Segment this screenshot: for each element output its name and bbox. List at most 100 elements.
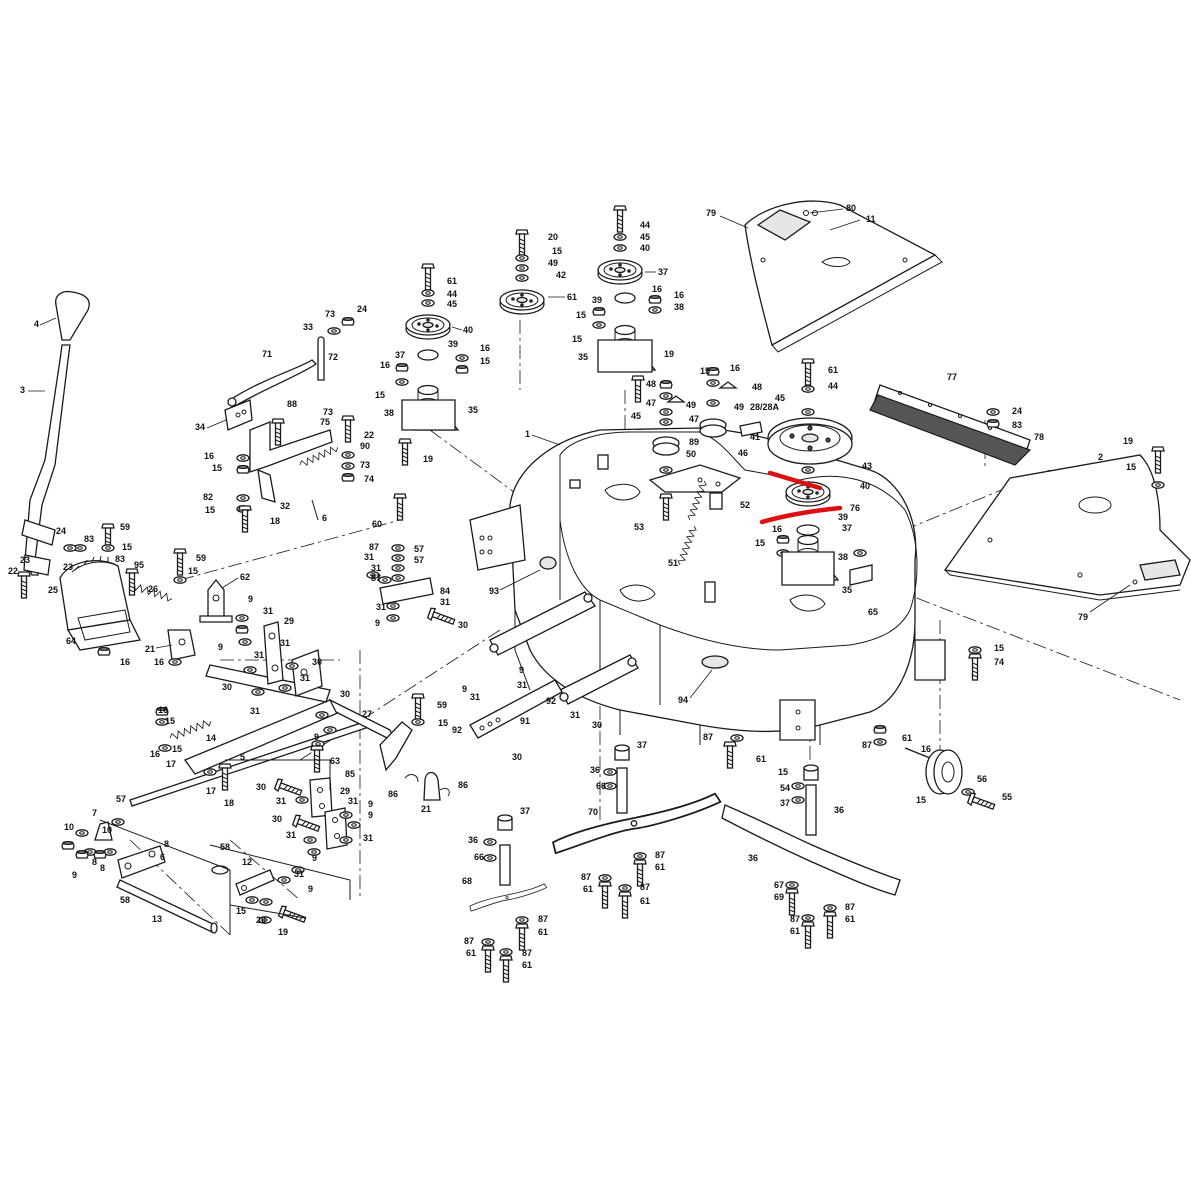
callout: 87	[790, 914, 800, 924]
callout: 12	[242, 857, 252, 867]
callout: 92	[546, 696, 556, 706]
callout: 31	[294, 869, 304, 879]
callout: 64	[66, 636, 76, 646]
callout: 24	[1012, 406, 1022, 416]
callout: 59	[437, 700, 447, 710]
callout: 31	[470, 692, 480, 702]
callout: 49	[734, 402, 744, 412]
callout: 87	[703, 732, 713, 742]
callout: 73	[360, 460, 370, 470]
callout: 16	[921, 744, 931, 754]
callout: 15	[480, 356, 490, 366]
callout: 61	[902, 733, 912, 743]
callout: 30	[458, 620, 468, 630]
callout: 54	[780, 783, 790, 793]
callout: 74	[364, 474, 374, 484]
callout: 15	[552, 246, 562, 256]
callout: 49	[548, 258, 558, 268]
callout: 61	[655, 862, 665, 872]
callout: 9	[519, 665, 524, 675]
callout: 7	[92, 808, 97, 818]
idler-stack	[652, 366, 738, 567]
callout: 37	[395, 350, 405, 360]
callout: 13	[152, 914, 162, 924]
callout: 31	[348, 796, 358, 806]
callout: 2	[1098, 452, 1103, 462]
callout: 87	[862, 740, 872, 750]
callout: 59	[196, 553, 206, 563]
callout: 9	[308, 884, 313, 894]
callout: 16	[380, 360, 390, 370]
callout: 95	[134, 560, 144, 570]
callout: 15	[778, 767, 788, 777]
callout: 31	[570, 710, 580, 720]
callout: 90	[360, 441, 370, 451]
callout: 15	[576, 310, 586, 320]
callout: 6	[322, 513, 327, 523]
callout: 15	[1126, 462, 1136, 472]
callout: 33	[303, 322, 313, 332]
callout: 1	[525, 429, 530, 439]
callout: 57	[414, 544, 424, 554]
callout: 36	[834, 805, 844, 815]
callout: 31	[276, 796, 286, 806]
callout: 80	[846, 203, 856, 213]
callout: 37	[842, 523, 852, 533]
callout: 42	[556, 270, 566, 280]
callout: 3	[20, 385, 25, 395]
callout: 61	[828, 365, 838, 375]
lift-cross-shaft	[129, 614, 450, 807]
callout: 9	[314, 732, 319, 742]
callout: 93	[489, 586, 499, 596]
callout: 15	[375, 390, 385, 400]
callout: 16	[150, 749, 160, 759]
callout: 85	[345, 769, 355, 779]
callout: 31	[254, 650, 264, 660]
callout: 15	[236, 906, 246, 916]
callout: 16	[674, 290, 684, 300]
callout: 30	[272, 814, 282, 824]
callout: 16	[158, 705, 168, 715]
callout: 62	[240, 572, 250, 582]
callout: 92	[452, 725, 462, 735]
callout: 40	[640, 243, 650, 253]
callout: 70	[588, 807, 598, 817]
callout: 29	[284, 616, 294, 626]
bracket-62	[199, 578, 233, 623]
callout: 17	[166, 759, 176, 769]
callout: 50	[686, 449, 696, 459]
callout: 87	[538, 914, 548, 924]
blade-left	[469, 814, 548, 983]
callout: 55	[1002, 792, 1012, 802]
callout: 9	[368, 810, 373, 820]
callout: 9	[248, 594, 253, 604]
callout: 9	[312, 853, 317, 863]
callout: 61	[640, 896, 650, 906]
callout: 16	[120, 657, 130, 667]
callout: 4	[34, 319, 39, 329]
callout: 16	[652, 284, 662, 294]
callout: 25	[48, 585, 58, 595]
callout: 53	[634, 522, 644, 532]
callout: 14	[206, 733, 216, 743]
callout: 19	[1123, 436, 1133, 446]
callout: 61	[583, 884, 593, 894]
callout: 41	[750, 432, 760, 442]
callout: 87	[522, 948, 532, 958]
callout: 27	[362, 709, 372, 719]
callout: 78	[1034, 432, 1044, 442]
callout: 46	[738, 448, 748, 458]
callout: 89	[689, 437, 699, 447]
callout: 61	[466, 948, 476, 958]
callout: 9	[72, 870, 77, 880]
callout: 21	[421, 804, 431, 814]
belt-highlight	[759, 470, 843, 525]
callout: 17	[206, 786, 216, 796]
callout: 68	[462, 876, 472, 886]
callout: 31	[300, 673, 310, 683]
belt-cover-right	[943, 446, 1191, 601]
callout: 83	[115, 554, 125, 564]
callout: 49	[686, 400, 696, 410]
callout: 91	[520, 716, 530, 726]
callout: 76	[850, 503, 860, 513]
